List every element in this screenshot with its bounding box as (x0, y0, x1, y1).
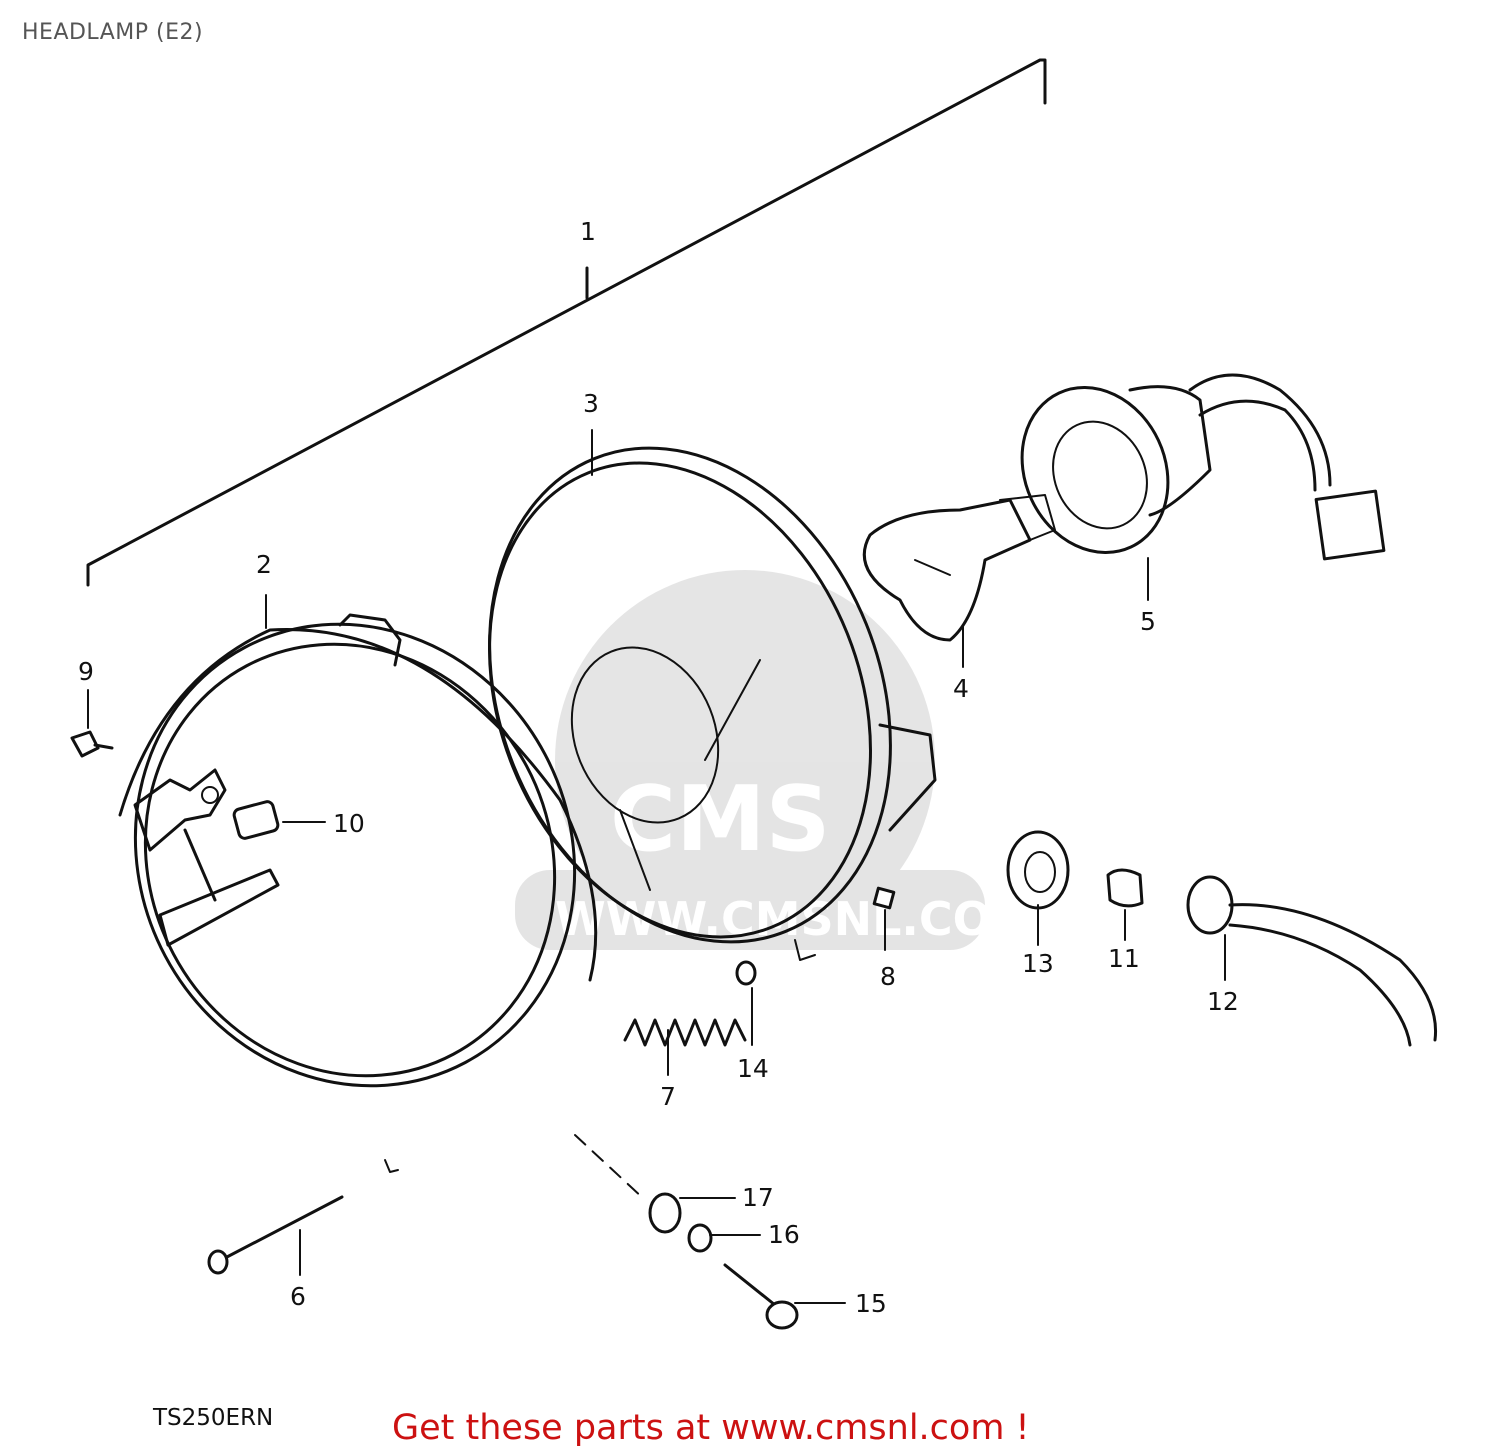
callout-11: 11 (1108, 944, 1140, 973)
watermark-logo: CMS (610, 767, 830, 872)
model-code: TS250ERN (152, 1405, 273, 1431)
part-bolt-6 (207, 1195, 344, 1275)
callout-10: 10 (333, 809, 365, 838)
callout-13: 13 (1022, 949, 1054, 978)
watermark: WWW.CMSNL.COM CMS (515, 570, 1038, 950)
part-nut-8 (872, 886, 896, 910)
part-screw-9 (70, 730, 114, 758)
leader-lines (87, 429, 1226, 1304)
callout-3: 3 (583, 389, 599, 418)
callout-1: 1 (580, 217, 596, 246)
callout-12: 12 (1207, 987, 1239, 1016)
assembly-dash-line (574, 1134, 646, 1201)
callout-4: 4 (953, 674, 969, 703)
part-washer-16 (687, 1223, 713, 1253)
part-grommet-13 (1006, 830, 1070, 910)
callout-15: 15 (855, 1289, 887, 1318)
part-socket (1020, 373, 1386, 561)
promo-link[interactable]: Get these parts at www.cmsnl.com ! (392, 1408, 1030, 1448)
callout-5: 5 (1140, 607, 1156, 636)
part-spring-7 (623, 1018, 747, 1047)
part-socket-12 (1186, 875, 1438, 1047)
callout-17: 17 (742, 1183, 774, 1212)
part-housing (118, 613, 598, 1173)
callout-8: 8 (880, 962, 896, 991)
part-bolt-15 (723, 1263, 799, 1330)
assembly-bracket (86, 58, 1047, 587)
page-title: HEADLAMP (E2) (22, 20, 204, 45)
callout-7: 7 (660, 1082, 676, 1111)
part-bulb-11 (1106, 868, 1144, 908)
callout-6: 6 (290, 1282, 306, 1311)
callout-14: 14 (737, 1054, 769, 1083)
watermark-url: WWW.CMSNL.COM (555, 892, 1038, 946)
part-washer-14 (735, 960, 757, 986)
part-lens-unit (488, 446, 937, 961)
callout-9: 9 (78, 657, 94, 686)
callout-16: 16 (768, 1220, 800, 1249)
callout-labels: 1 2 3 4 5 6 7 8 9 10 11 12 13 14 15 16 1… (78, 217, 1239, 1318)
part-bulb (862, 494, 1056, 642)
callout-2: 2 (256, 550, 272, 579)
part-washer-17 (648, 1192, 682, 1234)
